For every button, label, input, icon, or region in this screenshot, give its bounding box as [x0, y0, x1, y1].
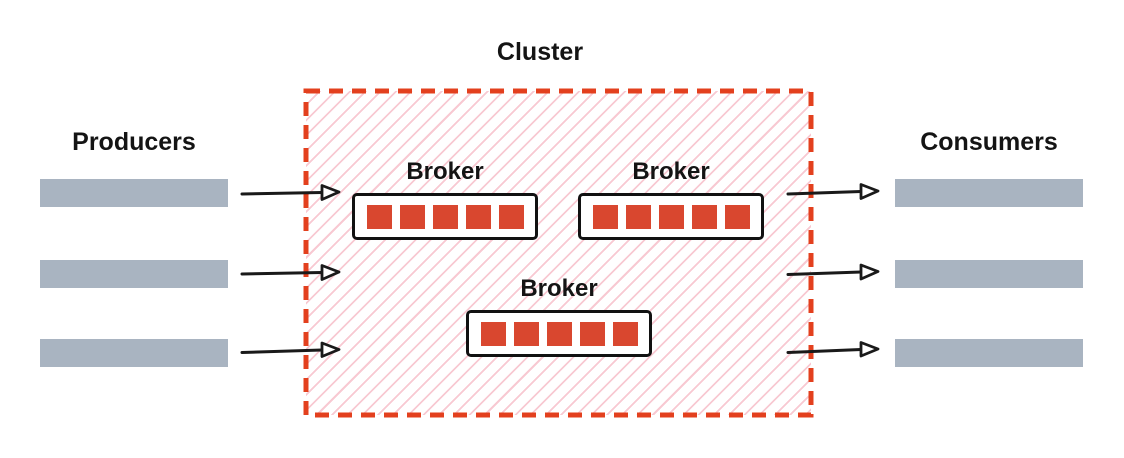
partition-square — [465, 204, 491, 229]
partition-square — [592, 204, 618, 229]
cluster-hatch-area — [306, 91, 811, 415]
partition-square — [658, 204, 684, 229]
broker-box — [352, 193, 538, 240]
broker-label: Broker — [406, 158, 484, 185]
broker-group: Broker — [578, 159, 764, 240]
partition-square — [579, 321, 605, 346]
partition-square — [625, 204, 651, 229]
broker-box — [578, 193, 764, 240]
broker-group: Broker — [352, 159, 538, 240]
broker-box — [466, 310, 652, 357]
broker-label: Broker — [632, 158, 710, 185]
partition-square — [366, 204, 392, 229]
producer-bar — [40, 179, 228, 207]
broker-label: Broker — [520, 275, 598, 302]
partition-square — [724, 204, 750, 229]
producer-bar — [40, 260, 228, 288]
consumer-bar — [895, 179, 1083, 207]
cluster-title: Cluster — [496, 38, 584, 66]
partition-square — [612, 321, 638, 346]
partition-square — [513, 321, 539, 346]
partition-square — [480, 321, 506, 346]
partition-square — [498, 204, 524, 229]
producer-bar — [40, 339, 228, 367]
consumer-bar — [895, 260, 1083, 288]
consumer-bar — [895, 339, 1083, 367]
consumers-label: Consumers — [920, 128, 1058, 156]
partition-square — [546, 321, 572, 346]
partition-square — [432, 204, 458, 229]
partition-square — [399, 204, 425, 229]
broker-group: Broker — [466, 276, 652, 357]
producers-label: Producers — [72, 128, 196, 156]
partition-square — [691, 204, 717, 229]
